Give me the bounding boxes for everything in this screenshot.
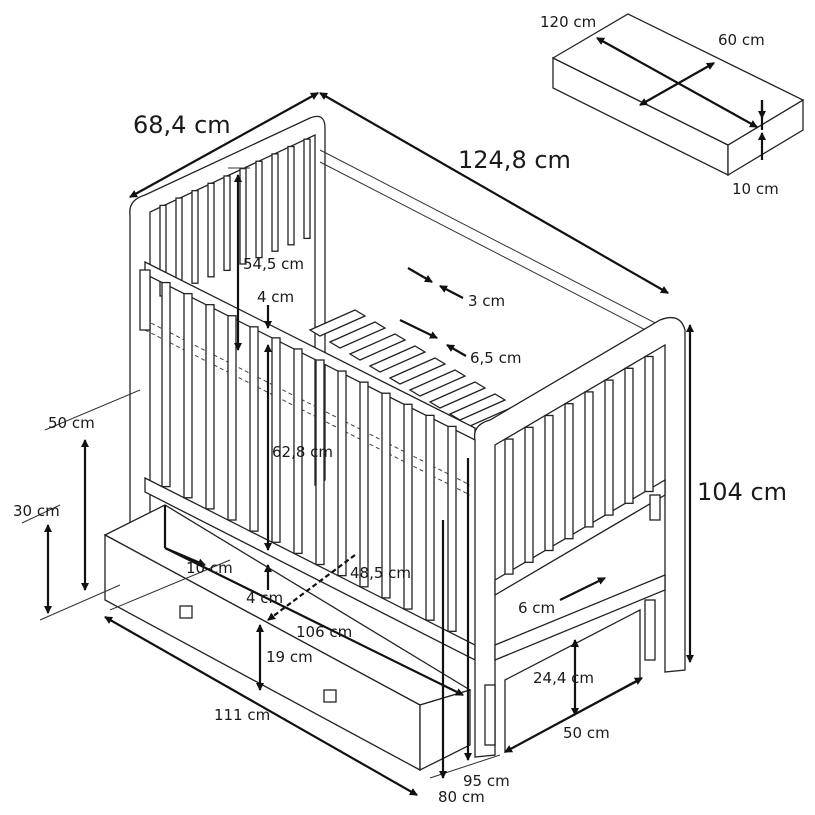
foot-bracket [649,494,661,521]
slat [249,326,259,532]
head-bracket [139,269,151,331]
slat [175,197,183,291]
base-slat [328,321,387,349]
side-bracket [484,684,496,746]
dimension-labels: 120 cm 60 cm 10 cm 68,4 cm 124,8 cm 104 … [13,13,787,806]
footboard-slats [504,355,654,575]
slat [239,167,247,265]
drawer-height-label: 19 cm [266,648,313,666]
slat [544,414,554,552]
slat-width-label: 3 cm [468,292,505,310]
slat [381,392,391,599]
base-slat [448,393,507,421]
foot-slat-gap-label: 6 cm [518,599,555,617]
slat [183,292,193,499]
slat [315,359,325,566]
slat [644,355,654,493]
base-slat [408,369,467,397]
level-high-label: 50 cm [48,414,95,432]
slat [524,426,534,563]
slat [564,403,574,540]
slat [207,182,215,278]
level-low-label: 30 cm [13,502,60,520]
slat [584,391,594,528]
slat [337,370,347,577]
drawer-length-label: 111 cm [214,706,270,724]
slat [447,425,457,632]
drawer-handle[interactable] [179,605,193,619]
rail-top-gap-label: 4 cm [257,288,294,306]
dimension-arrows [44,37,766,796]
mattress [551,13,805,177]
height-80-label: 80 cm [438,788,485,806]
base-slat [348,333,407,361]
under-depth-label: 50 cm [563,724,610,742]
mattress-height-label: 10 cm [732,180,779,198]
inner-height-label: 62,8 cm [272,443,333,461]
base-slat [388,357,447,385]
height-95-label: 95 cm [463,772,510,790]
side-bracket [644,599,656,661]
slat [624,367,634,504]
slat-gap-label: 6,5 cm [470,349,521,367]
mattress-width-label: 60 cm [718,31,765,49]
base-slat [308,309,367,337]
mattress-base-slats [308,309,527,433]
slat [504,438,514,575]
front-side-slats [161,281,457,632]
slat [205,304,215,510]
slat [191,190,199,284]
slat [161,281,171,488]
base-slat [428,381,487,409]
mattress-length-label: 120 cm [540,13,596,31]
rail-bottom-gap-label: 4 cm [246,589,283,607]
inner-depth-label: 48,5 cm [350,564,411,582]
slat [227,315,237,521]
slat [255,160,263,259]
side-offset-label: 10 cm [186,559,233,577]
under-height-label: 24,4 cm [533,669,594,687]
slat [604,379,614,516]
drawer[interactable] [103,504,472,772]
slat [271,153,279,252]
slat [359,381,369,588]
headboard-height-label: 54,5 cm [243,255,304,273]
slat [403,403,413,610]
slat [303,138,311,240]
drawer-handle[interactable] [323,689,337,703]
crib-length-label: 124,8 cm [458,146,571,174]
crib-depth-label: 68,4 cm [133,111,231,139]
slat [425,414,435,621]
inner-length-label: 106 cm [296,623,352,641]
base-slat [368,345,427,373]
slat [287,145,295,246]
crib-height-label: 104 cm [697,478,787,506]
slat [293,348,303,555]
slat [223,175,231,272]
slat [271,337,281,543]
